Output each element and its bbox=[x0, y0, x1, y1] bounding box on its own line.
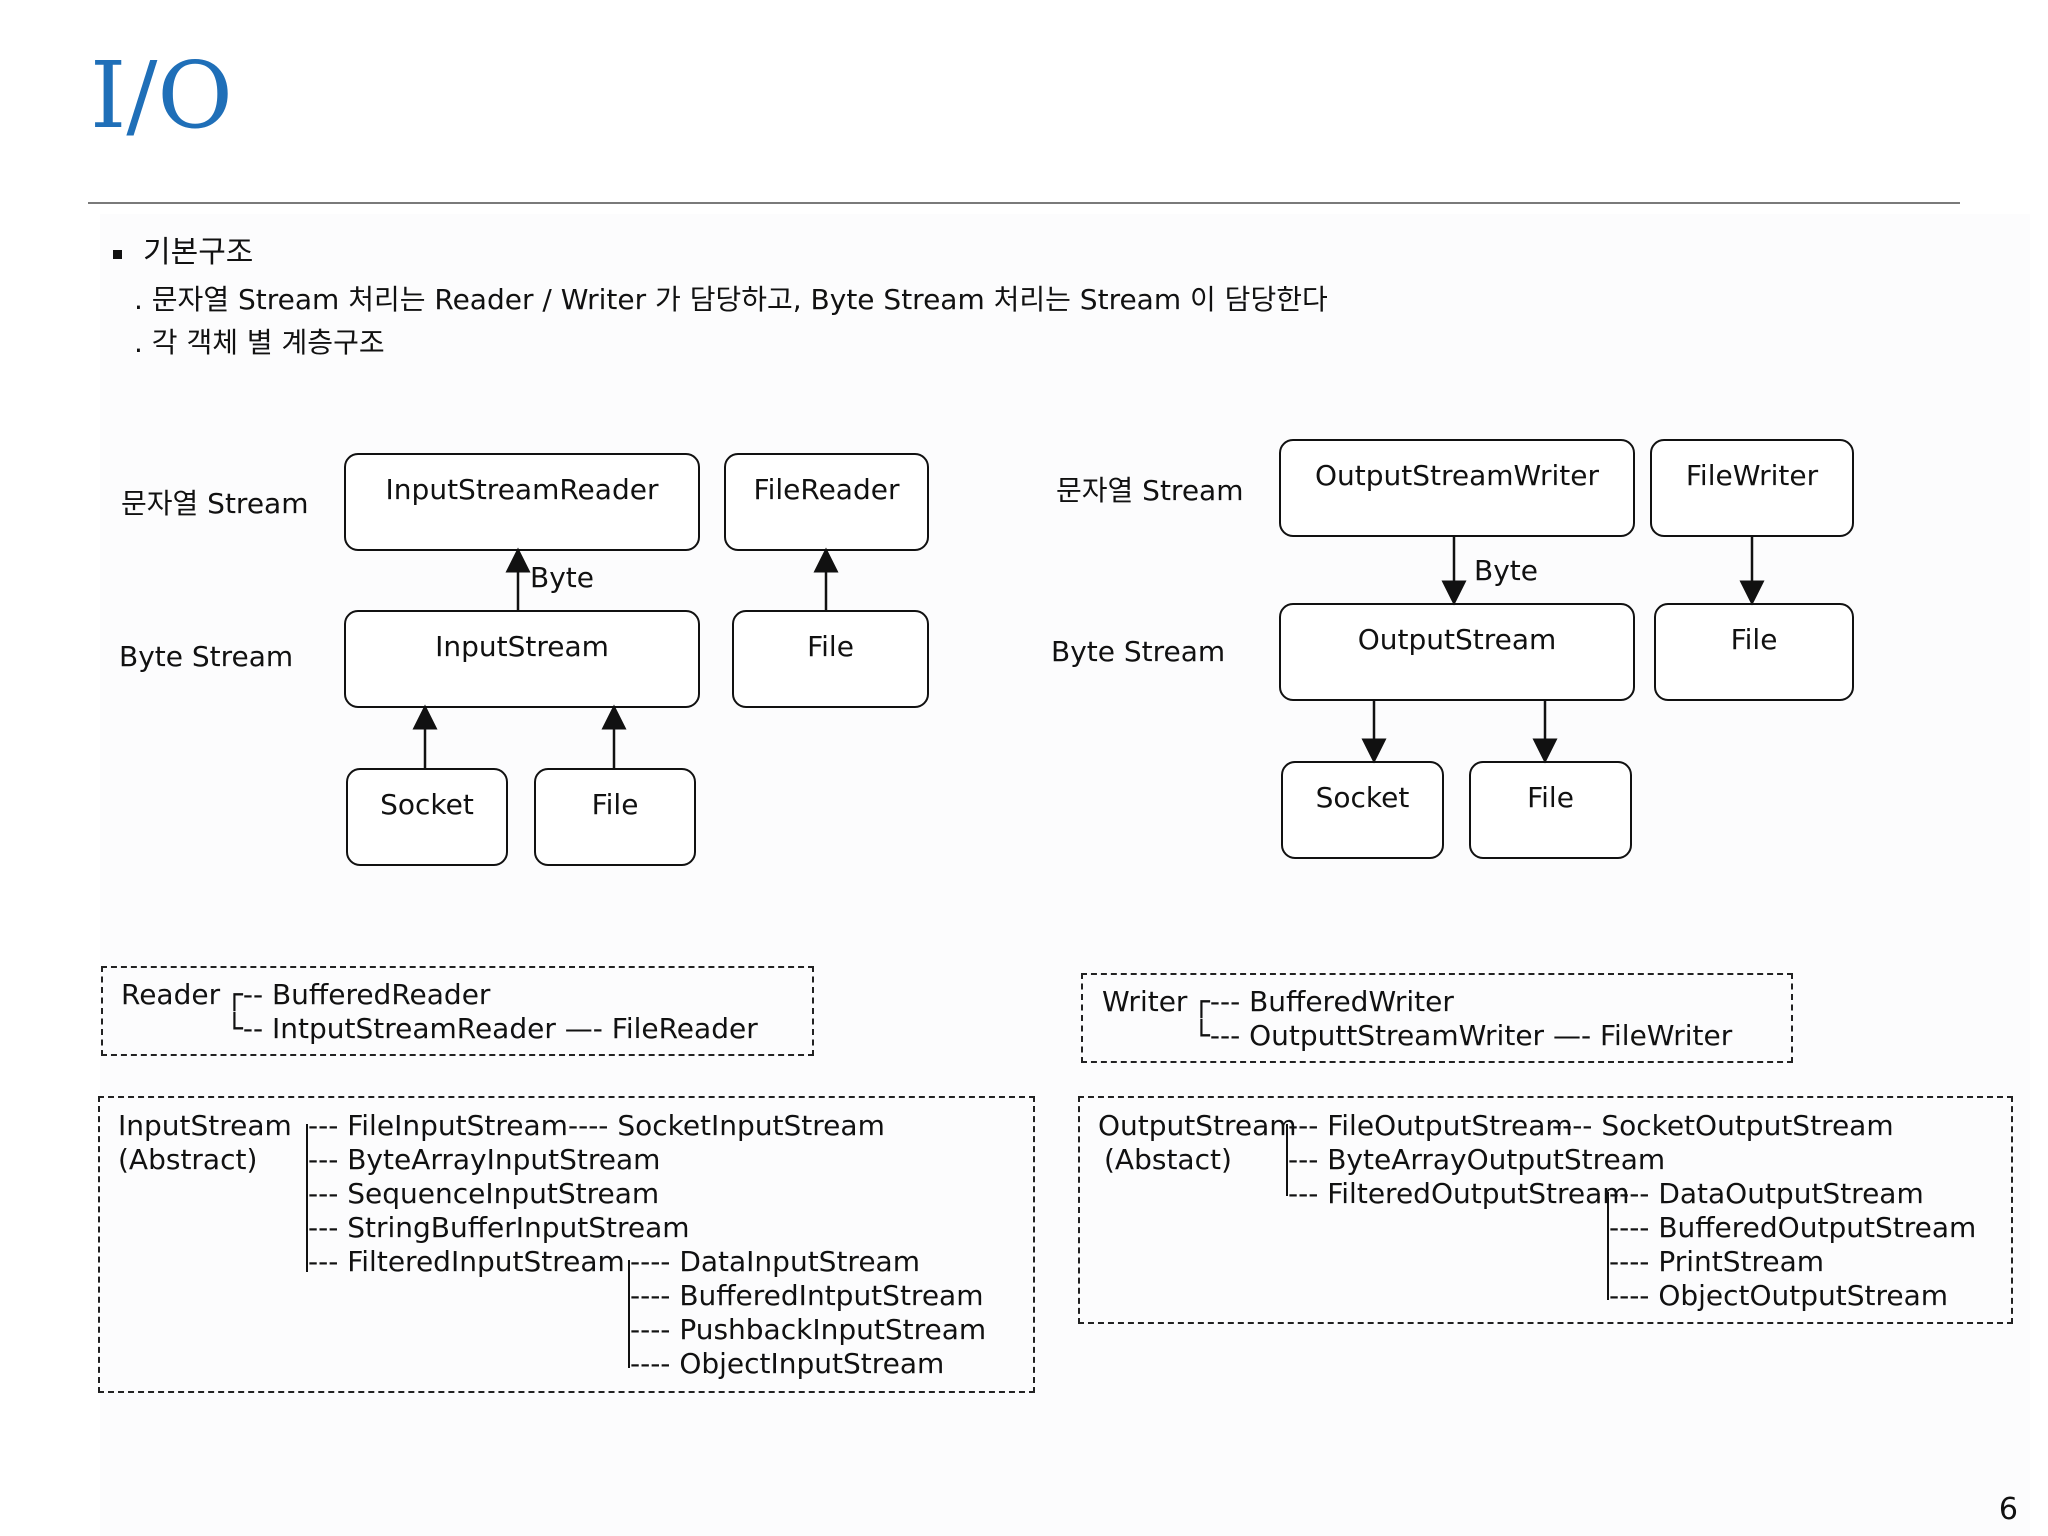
outputstream-root: OutputStream bbox=[1098, 1109, 1297, 1142]
output-char-stream-label: 문자열 Stream bbox=[1056, 474, 1244, 507]
writer-line-1: ┌--- BufferedWriter bbox=[1193, 985, 1454, 1018]
slide-title: I/O bbox=[90, 42, 233, 149]
reader-line-1: ┌-- BufferedReader bbox=[226, 978, 491, 1011]
inputstream-sub-object: ---- ObjectInputStream bbox=[630, 1347, 945, 1380]
outputstream-sub-print: ---- PrintStream bbox=[1609, 1245, 1825, 1278]
input-stream-box: InputStream bbox=[344, 610, 700, 708]
sub-point-2: . 각 객체 별 계층구조 bbox=[134, 326, 385, 359]
inputstream-item-stringbuffer: --- StringBufferInputStream bbox=[308, 1211, 690, 1244]
output-byte-stream-label: Byte Stream bbox=[1051, 635, 1226, 668]
outputstream-sub-data: ---- DataOutputStream bbox=[1609, 1177, 1924, 1210]
inputstream-branch-line bbox=[306, 1124, 308, 1272]
input-char-stream-label: 문자열 Stream bbox=[121, 487, 309, 520]
inputstream-sub-pushback: ---- PushbackInputStream bbox=[630, 1313, 987, 1346]
bullet-heading: 기본구조 bbox=[143, 235, 254, 270]
outputstream-branch-line bbox=[1286, 1124, 1288, 1196]
inputstream-item-file: --- FileInputStream bbox=[308, 1109, 568, 1142]
filtered-output-branch-line bbox=[1607, 1192, 1609, 1300]
outputstream-sub-object: ---- ObjectOutputStream bbox=[1609, 1279, 1949, 1312]
input-byte-label: Byte bbox=[530, 561, 594, 594]
content-background bbox=[100, 214, 2030, 1536]
input-socket-box: Socket bbox=[346, 768, 508, 866]
inputstream-item-bytearray: --- ByteArrayInputStream bbox=[308, 1143, 661, 1176]
output-file-target-box: File bbox=[1469, 761, 1632, 859]
input-file-source-box: File bbox=[534, 768, 696, 866]
sub-point-1: . 문자열 Stream 처리는 Reader / Writer 가 담당하고,… bbox=[134, 283, 1328, 316]
inputstream-item-sequence: --- SequenceInputStream bbox=[308, 1177, 660, 1210]
inputstream-tree-box bbox=[98, 1096, 1035, 1393]
input-stream-reader-box: InputStreamReader bbox=[344, 453, 700, 551]
writer-tree-box bbox=[1081, 973, 1793, 1063]
filtered-input-branch-line bbox=[628, 1260, 630, 1368]
reader-line-2: └-- IntputStreamReader —- FileReader bbox=[226, 1012, 758, 1045]
outputstream-item-file: --- FileOutputStream bbox=[1288, 1109, 1573, 1142]
input-file-box: File bbox=[732, 610, 929, 708]
inputstream-item-socket: ---- SocketInputStream bbox=[568, 1109, 885, 1142]
title-divider bbox=[88, 202, 1960, 204]
reader-tree-box bbox=[101, 966, 814, 1056]
inputstream-item-filtered: --- FilteredInputStream bbox=[308, 1245, 625, 1278]
output-byte-label: Byte bbox=[1474, 554, 1538, 587]
inputstream-sub-data: ---- DataInputStream bbox=[630, 1245, 920, 1278]
outputstream-item-bytearray: --- ByteArrayOutputStream bbox=[1288, 1143, 1666, 1176]
file-reader-box: FileReader bbox=[724, 453, 929, 551]
output-socket-box: Socket bbox=[1281, 761, 1444, 859]
outputstream-root-abstract: (Abstact) bbox=[1104, 1143, 1232, 1176]
bullet-square-icon bbox=[113, 250, 122, 259]
outputstream-item-socket: ---- SocketOutputStream bbox=[1552, 1109, 1894, 1142]
outputstream-tree-box bbox=[1078, 1096, 2013, 1324]
writer-line-2: └--- OutputtStreamWriter —- FileWriter bbox=[1193, 1019, 1733, 1052]
output-stream-writer-box: OutputStreamWriter bbox=[1279, 439, 1635, 537]
file-writer-box: FileWriter bbox=[1650, 439, 1854, 537]
input-byte-stream-label: Byte Stream bbox=[119, 640, 294, 673]
inputstream-sub-buffered: ---- BufferedIntputStream bbox=[630, 1279, 984, 1312]
reader-root: Reader bbox=[121, 978, 221, 1011]
outputstream-item-filtered: --- FilteredOutputStream bbox=[1288, 1177, 1630, 1210]
inputstream-root: InputStream bbox=[118, 1109, 292, 1142]
page-number: 6 bbox=[1998, 1492, 2018, 1527]
outputstream-sub-buffered: ---- BufferedOutputStream bbox=[1609, 1211, 1977, 1244]
writer-root: Writer bbox=[1102, 985, 1188, 1018]
inputstream-root-abstract: (Abstract) bbox=[118, 1143, 258, 1176]
